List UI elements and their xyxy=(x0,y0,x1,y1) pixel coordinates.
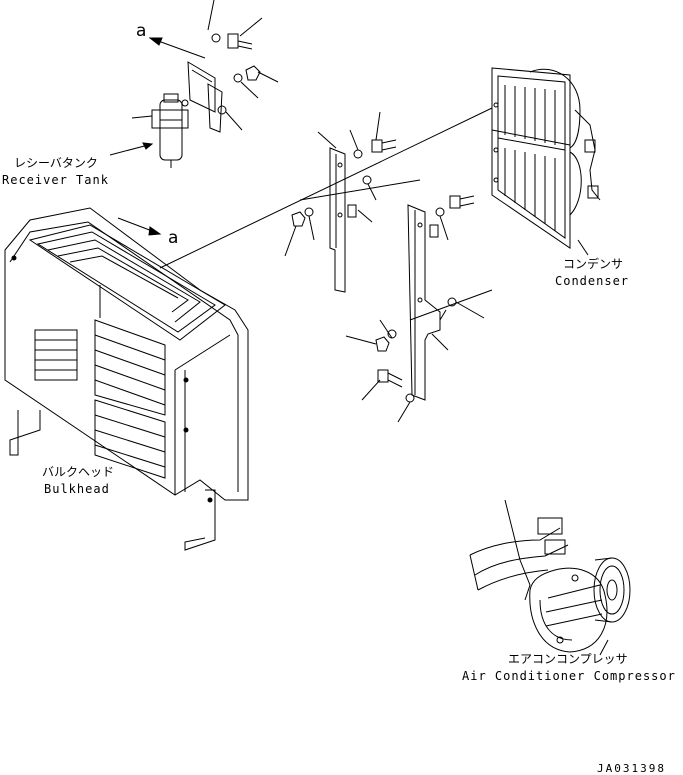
receiver-tank-label-en: Receiver Tank xyxy=(2,173,109,187)
condenser-unit xyxy=(491,67,601,256)
receiver-tank-label-jp: レシーバタンク xyxy=(14,156,98,170)
bulkhead-housing xyxy=(4,207,249,551)
receiver-tank-assembly xyxy=(109,0,279,168)
air-conditioner-compressor xyxy=(469,499,631,656)
view-marker-a-mid: a xyxy=(168,228,180,248)
bulkhead-label-en: Bulkhead xyxy=(44,482,110,496)
condenser-mount-brackets xyxy=(284,111,485,423)
condenser-label-en: Condenser xyxy=(555,274,630,288)
compressor-label-jp: エアコンコンプレッサ xyxy=(508,652,628,666)
view-marker-a-top: a xyxy=(136,21,148,41)
bulkhead-label-jp: バルクヘッド xyxy=(42,465,115,479)
assembly-reference-lines xyxy=(159,107,493,321)
drawing-code: JA031398 xyxy=(597,762,666,775)
compressor-label-en: Air Conditioner Compressor xyxy=(462,669,676,683)
condenser-label-jp: コンデンサ xyxy=(563,257,624,271)
